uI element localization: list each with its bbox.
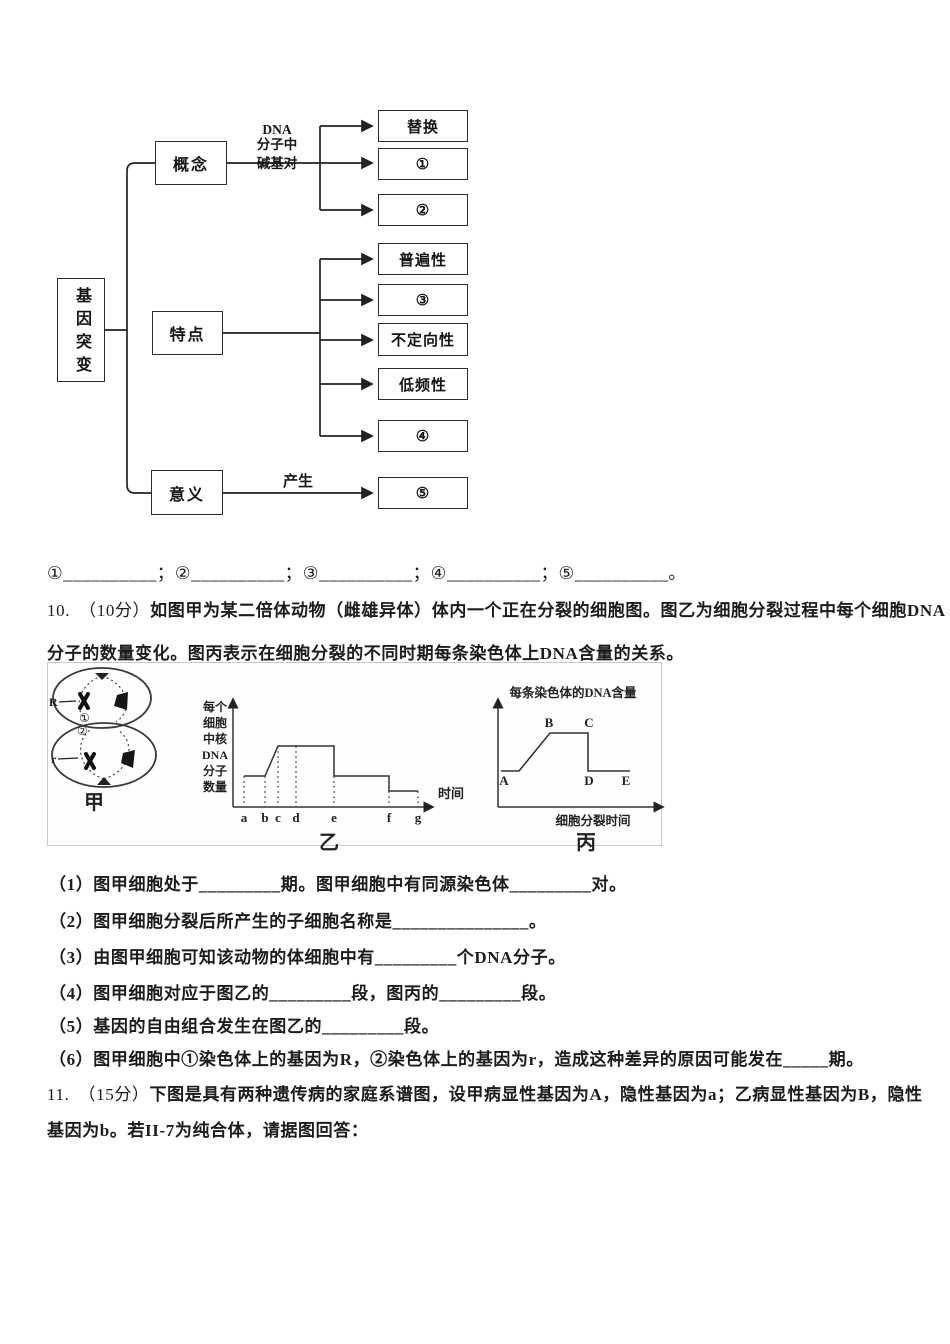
chromosomes <box>78 692 96 770</box>
bing-point-D: D <box>584 773 593 788</box>
yi-ylabel-3: 中核 <box>203 731 227 746</box>
q10-stem-part1: 如图甲为某二倍体动物（雌雄异体）体内一个正在分裂的细胞图。图乙为细胞分裂过程中每… <box>150 601 946 620</box>
yi-tick-d: d <box>292 810 300 825</box>
chromosome-blob-upper-right <box>114 692 128 710</box>
edge-label-line1: DNA <box>262 122 292 137</box>
chart-yi: 每个 细胞 中核 DNA 分子 数量 a b c d e f g 时间 <box>202 697 464 825</box>
flow-box-meaning: 意义 <box>151 470 223 515</box>
cell-label-r: r <box>51 752 57 766</box>
q11-line1: 11. （15分）下图是具有两种遗传病的家庭系谱图，设甲病显性基因为A，隐性基因… <box>47 1080 923 1105</box>
figure-label-bing: 丙 <box>576 832 596 854</box>
q10-sub1: （1）图甲细胞处于_________期。图甲细胞中有同源染色体_________… <box>49 875 627 894</box>
bing-xlabel: 细胞分裂时间 <box>555 813 630 828</box>
yi-data-line <box>244 745 418 792</box>
flow-leaf-blank5: ⑤ <box>378 477 468 509</box>
bing-data-line <box>501 732 630 772</box>
spindle-pole-bottom <box>97 777 111 785</box>
bing-point-E: E <box>622 773 631 788</box>
yi-ylabel-1: 每个 <box>203 699 228 714</box>
q11-line2: 基因为b。若II-7为纯合体，请据图回答： <box>47 1121 369 1140</box>
bing-title: 每条染色体的DNA含量 <box>509 685 637 700</box>
bing-point-B: B <box>545 715 554 730</box>
yi-tick-c: c <box>275 810 281 825</box>
flow-leaf-nondirectional: 不定向性 <box>378 323 468 356</box>
edge-label-line2: 分子中 <box>256 137 298 152</box>
figure-label-yi: 乙 <box>319 832 339 854</box>
flow-box-gene-mutation: 基因突变 <box>57 278 105 382</box>
cell-label-circ2: ② <box>77 724 88 738</box>
flow-box-feature: 特点 <box>152 311 223 355</box>
edge-label-line3: 碱基对 <box>256 156 298 171</box>
chromosome-blob-lower-right <box>121 750 135 768</box>
figure-label-jia: 甲 <box>84 792 104 814</box>
bing-point-A: A <box>499 773 509 788</box>
q10-line1: 10. （10分）如图甲为某二倍体动物（雌雄异体）体内一个正在分裂的细胞图。图乙… <box>47 596 946 621</box>
answer-blank-line: ①__________；②__________；③__________；④___… <box>47 563 687 583</box>
q11-number: 11. （15分） <box>47 1085 150 1104</box>
flow-leaf-blank4: ④ <box>378 420 468 452</box>
q10-sub5: （5）基因的自由组合发生在图乙的_________段。 <box>49 1017 440 1036</box>
q10-number: 10. （10分） <box>47 601 151 620</box>
chart-bing: 每条染色体的DNA含量 A B C D E 细胞分裂时间 <box>492 685 665 828</box>
q10-sub6: （6）图甲细胞中①染色体上的基因为R，②染色体上的基因为r，造成这种差异的原因可… <box>49 1050 864 1069</box>
produce-label: 产生 <box>283 474 314 490</box>
yi-tick-a: a <box>241 810 248 825</box>
yi-ylabel-4: DNA <box>202 748 228 762</box>
yi-ylabel-2: 细胞 <box>203 715 227 730</box>
flow-leaf-substitution: 替换 <box>378 110 468 142</box>
cell-diagram-jia: R r ① ② <box>49 667 157 788</box>
flow-leaf-blank1: ① <box>378 148 468 180</box>
bing-point-C: C <box>584 715 593 730</box>
q11-stem-part1: 下图是具有两种遗传病的家庭系谱图，设甲病显性基因为A，隐性基因为a；乙病显性基因… <box>149 1085 923 1104</box>
cell-label-circ1: ① <box>79 711 90 725</box>
q10-sub3: （3）由图甲细胞可知该动物的体细胞中有_________个DNA分子。 <box>49 948 566 967</box>
spindle-pole-top <box>95 673 109 680</box>
flow-leaf-universality: 普遍性 <box>378 243 468 275</box>
q10-sub2: （2）图甲细胞分裂后所产生的子细胞名称是_______________。 <box>49 912 547 931</box>
flow-leaf-blank2: ② <box>378 194 468 226</box>
flowchart-connectors <box>105 119 374 500</box>
yi-ylabel-5: 分子 <box>203 763 227 778</box>
yi-xlabel: 时间 <box>438 786 464 801</box>
flow-leaf-blank3: ③ <box>378 284 468 316</box>
cell-label-R: R <box>49 695 58 709</box>
flow-box-concept: 概念 <box>155 141 227 185</box>
edge-label-dna: DNA 分子中 碱基对 <box>247 122 307 171</box>
q10-sub4: （4）图甲细胞对应于图乙的_________段，图丙的_________段。 <box>49 984 557 1003</box>
q10-line2: 分子的数量变化。图丙表示在细胞分裂的不同时期每条染色体上DNA含量的关系。 <box>47 644 685 663</box>
yi-tick-e: e <box>331 810 337 825</box>
yi-tick-f: f <box>387 810 392 825</box>
yi-ylabel-6: 数量 <box>203 779 227 794</box>
flow-leaf-lowfrequency: 低频性 <box>378 368 468 400</box>
yi-tick-g: g <box>415 810 422 825</box>
yi-tick-b: b <box>261 810 268 825</box>
